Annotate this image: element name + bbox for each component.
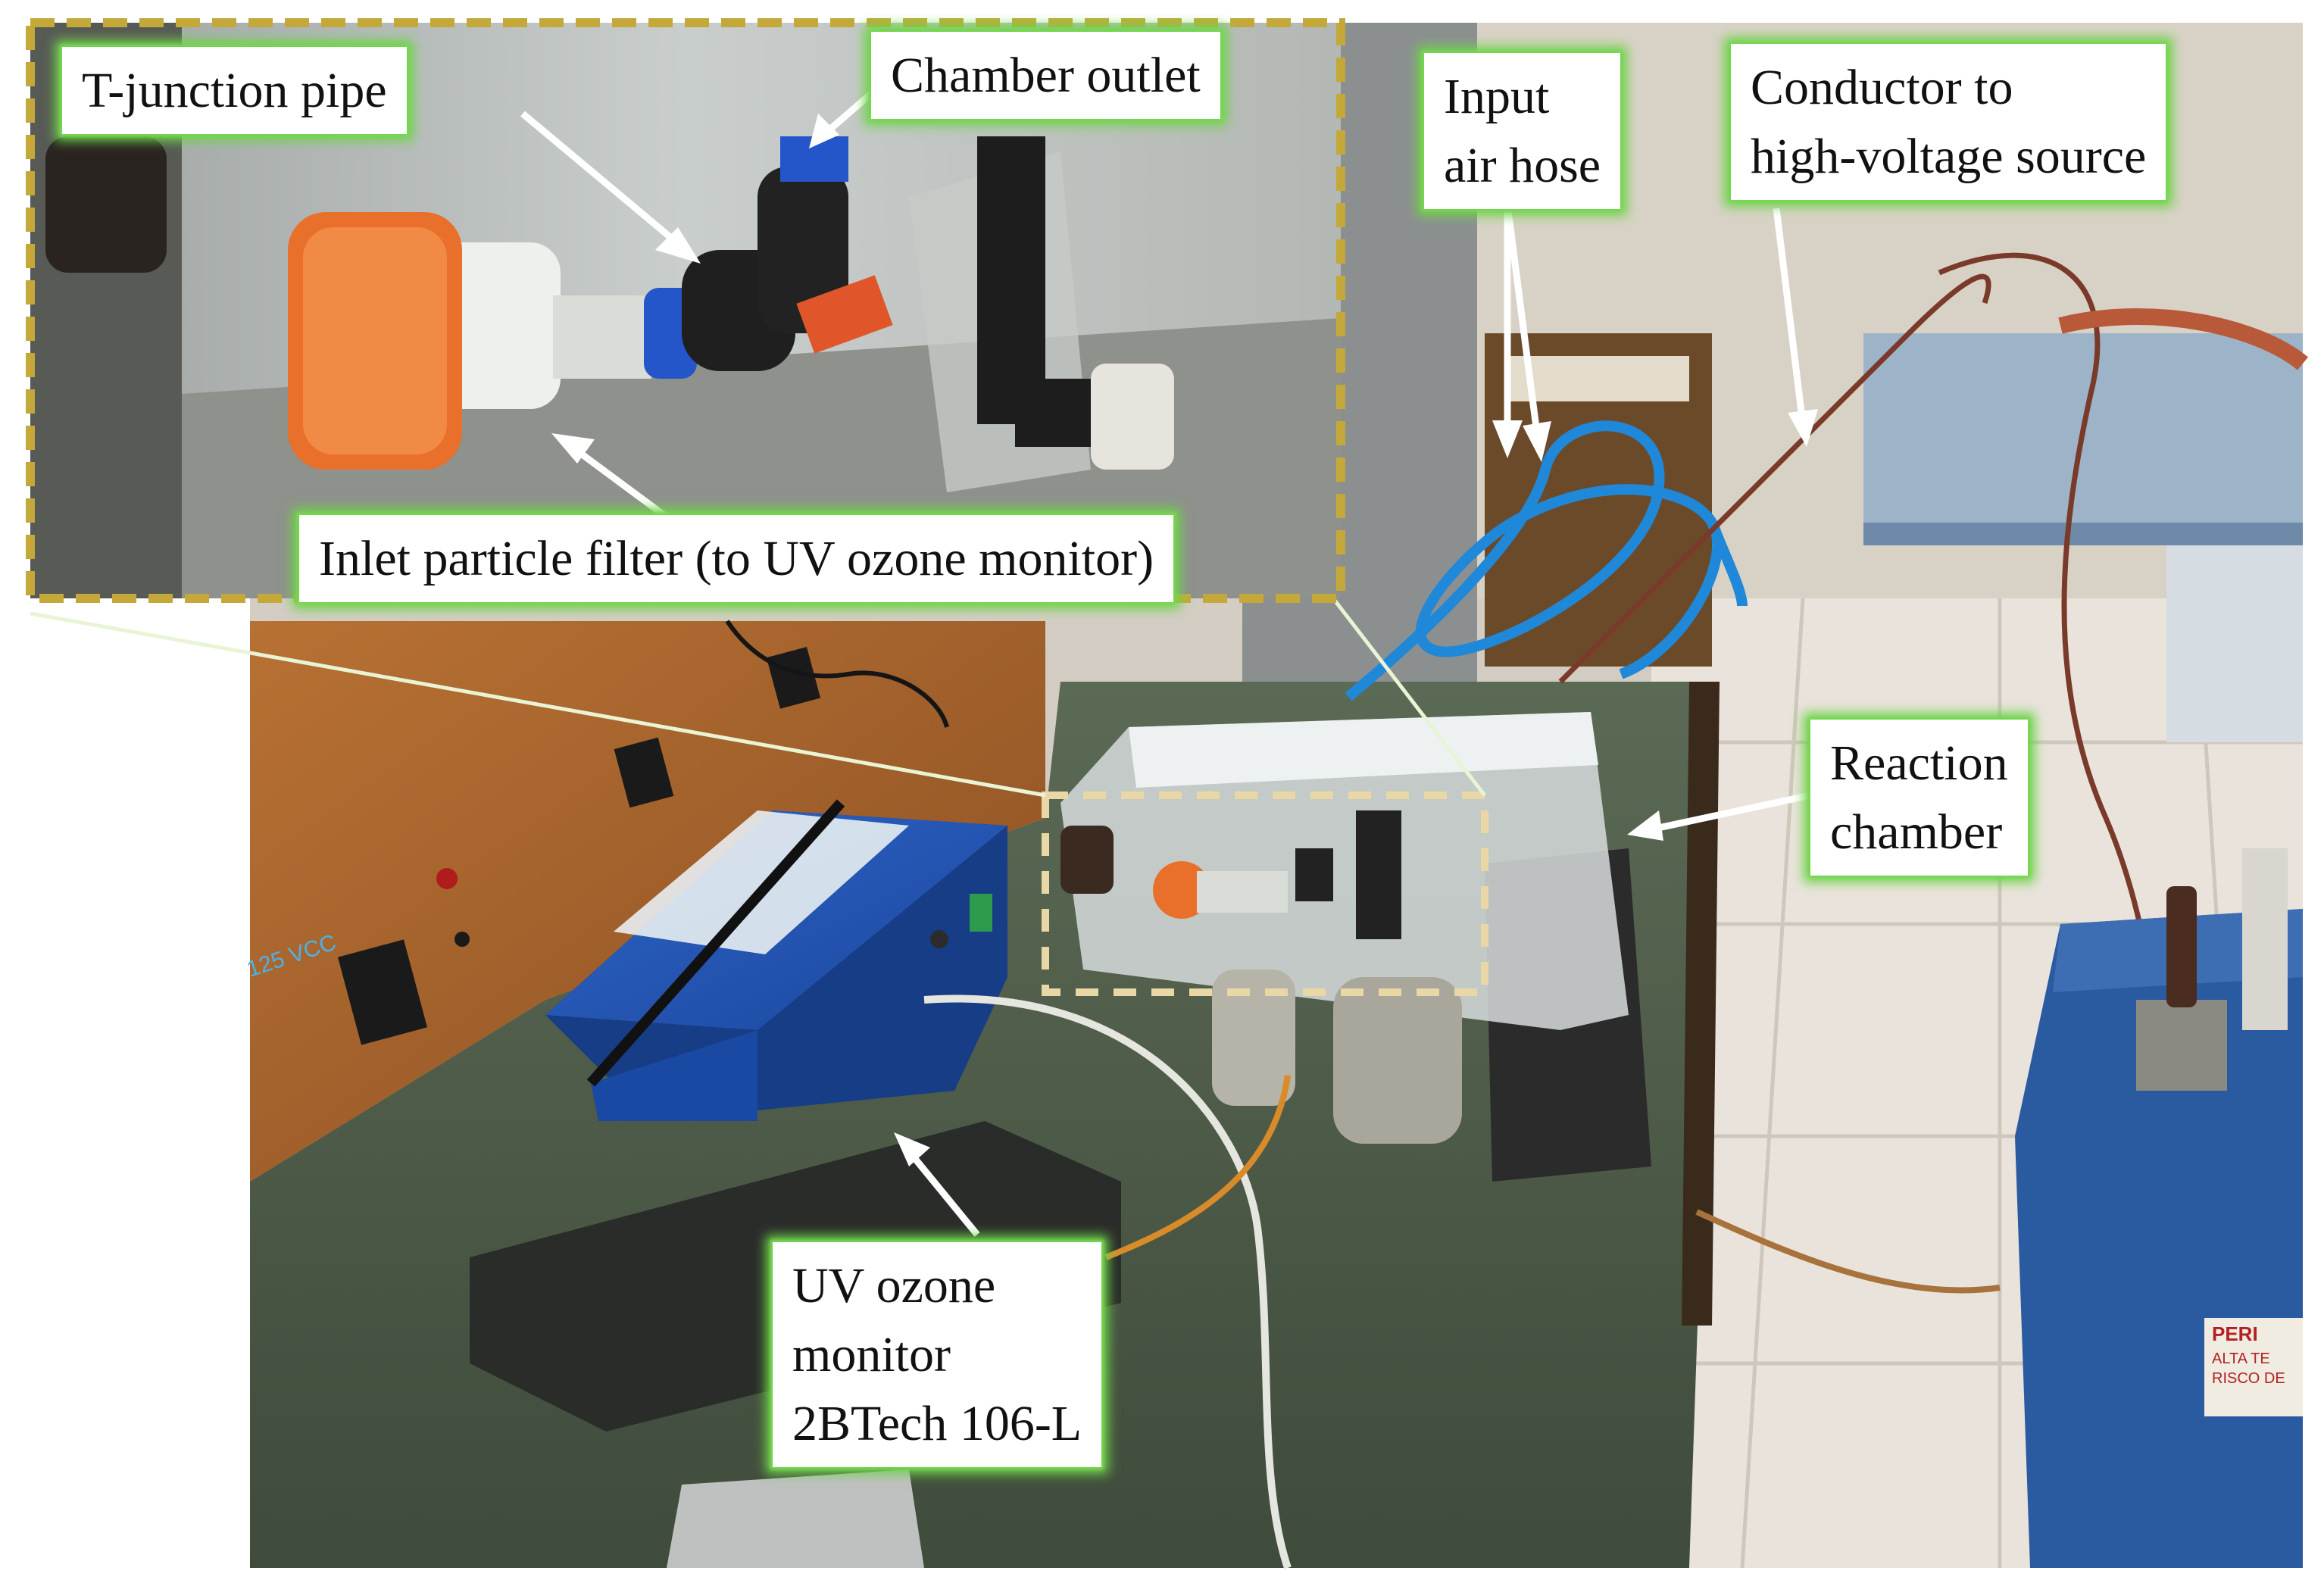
label-chamber-outlet: Chamber outlet bbox=[871, 32, 1220, 120]
cables bbox=[725, 252, 2309, 1569]
highlight-box bbox=[1042, 792, 1488, 996]
arrow-uv-monitor bbox=[894, 1132, 980, 1237]
label-t-junction-text: T-junction pipe bbox=[82, 63, 387, 118]
label-t-junction-pipe: T-junction pipe bbox=[62, 47, 407, 135]
uv-ozone-monitor bbox=[545, 799, 1007, 1121]
arrow-conductor bbox=[1773, 208, 1818, 447]
inset-frame bbox=[26, 18, 1345, 603]
label-conductor-line-1: Conductor to bbox=[1751, 60, 2013, 115]
label-conductor-line-2: high-voltage source bbox=[1751, 129, 2147, 185]
air-hose bbox=[1345, 420, 1748, 701]
label-input-air-hose-line-2: air hose bbox=[1444, 138, 1601, 194]
label-conductor: Conductor to high-voltage source bbox=[1731, 44, 2166, 201]
arrow-inlet-filter bbox=[551, 433, 676, 526]
label-uv-monitor-line-2: monitor bbox=[792, 1327, 951, 1383]
label-reaction-chamber: Reaction chamber bbox=[1810, 720, 2028, 876]
arrow-chamber-outlet bbox=[809, 84, 881, 148]
label-input-air-hose-line-1: Input bbox=[1444, 69, 1550, 124]
arrow-t-junction bbox=[520, 111, 701, 264]
label-uv-ozone-monitor: UV ozone monitor 2BTech 106-L bbox=[773, 1242, 1102, 1468]
arrow-reaction-chamber bbox=[1627, 792, 1811, 841]
high-voltage-source: PERI ALTA TE RISCO DE bbox=[2015, 848, 2303, 1568]
label-inlet-filter-text: Inlet particle filter (to UV ozone monit… bbox=[319, 531, 1154, 586]
inset-connector-lines bbox=[30, 597, 1486, 798]
arrows bbox=[520, 84, 1818, 1237]
warning-sign-line-3: RISCO DE bbox=[2212, 1370, 2285, 1387]
arrow-input-air-hose bbox=[1492, 204, 1551, 462]
label-reaction-chamber-line-2: chamber bbox=[1830, 804, 2003, 860]
label-inlet-particle-filter: Inlet particle filter (to UV ozone monit… bbox=[299, 515, 1174, 603]
warning-sign-line-2: ALTA TE bbox=[2212, 1350, 2270, 1367]
label-chamber-outlet-text: Chamber outlet bbox=[891, 48, 1201, 103]
label-reaction-chamber-line-1: Reaction bbox=[1830, 735, 2008, 791]
label-input-air-hose: Input air hose bbox=[1424, 53, 1621, 210]
label-uv-monitor-line-1: UV ozone bbox=[792, 1258, 996, 1313]
label-uv-monitor-line-3: 2BTech 106-L bbox=[792, 1396, 1082, 1452]
warning-sign-line-1: PERI bbox=[2212, 1322, 2258, 1345]
